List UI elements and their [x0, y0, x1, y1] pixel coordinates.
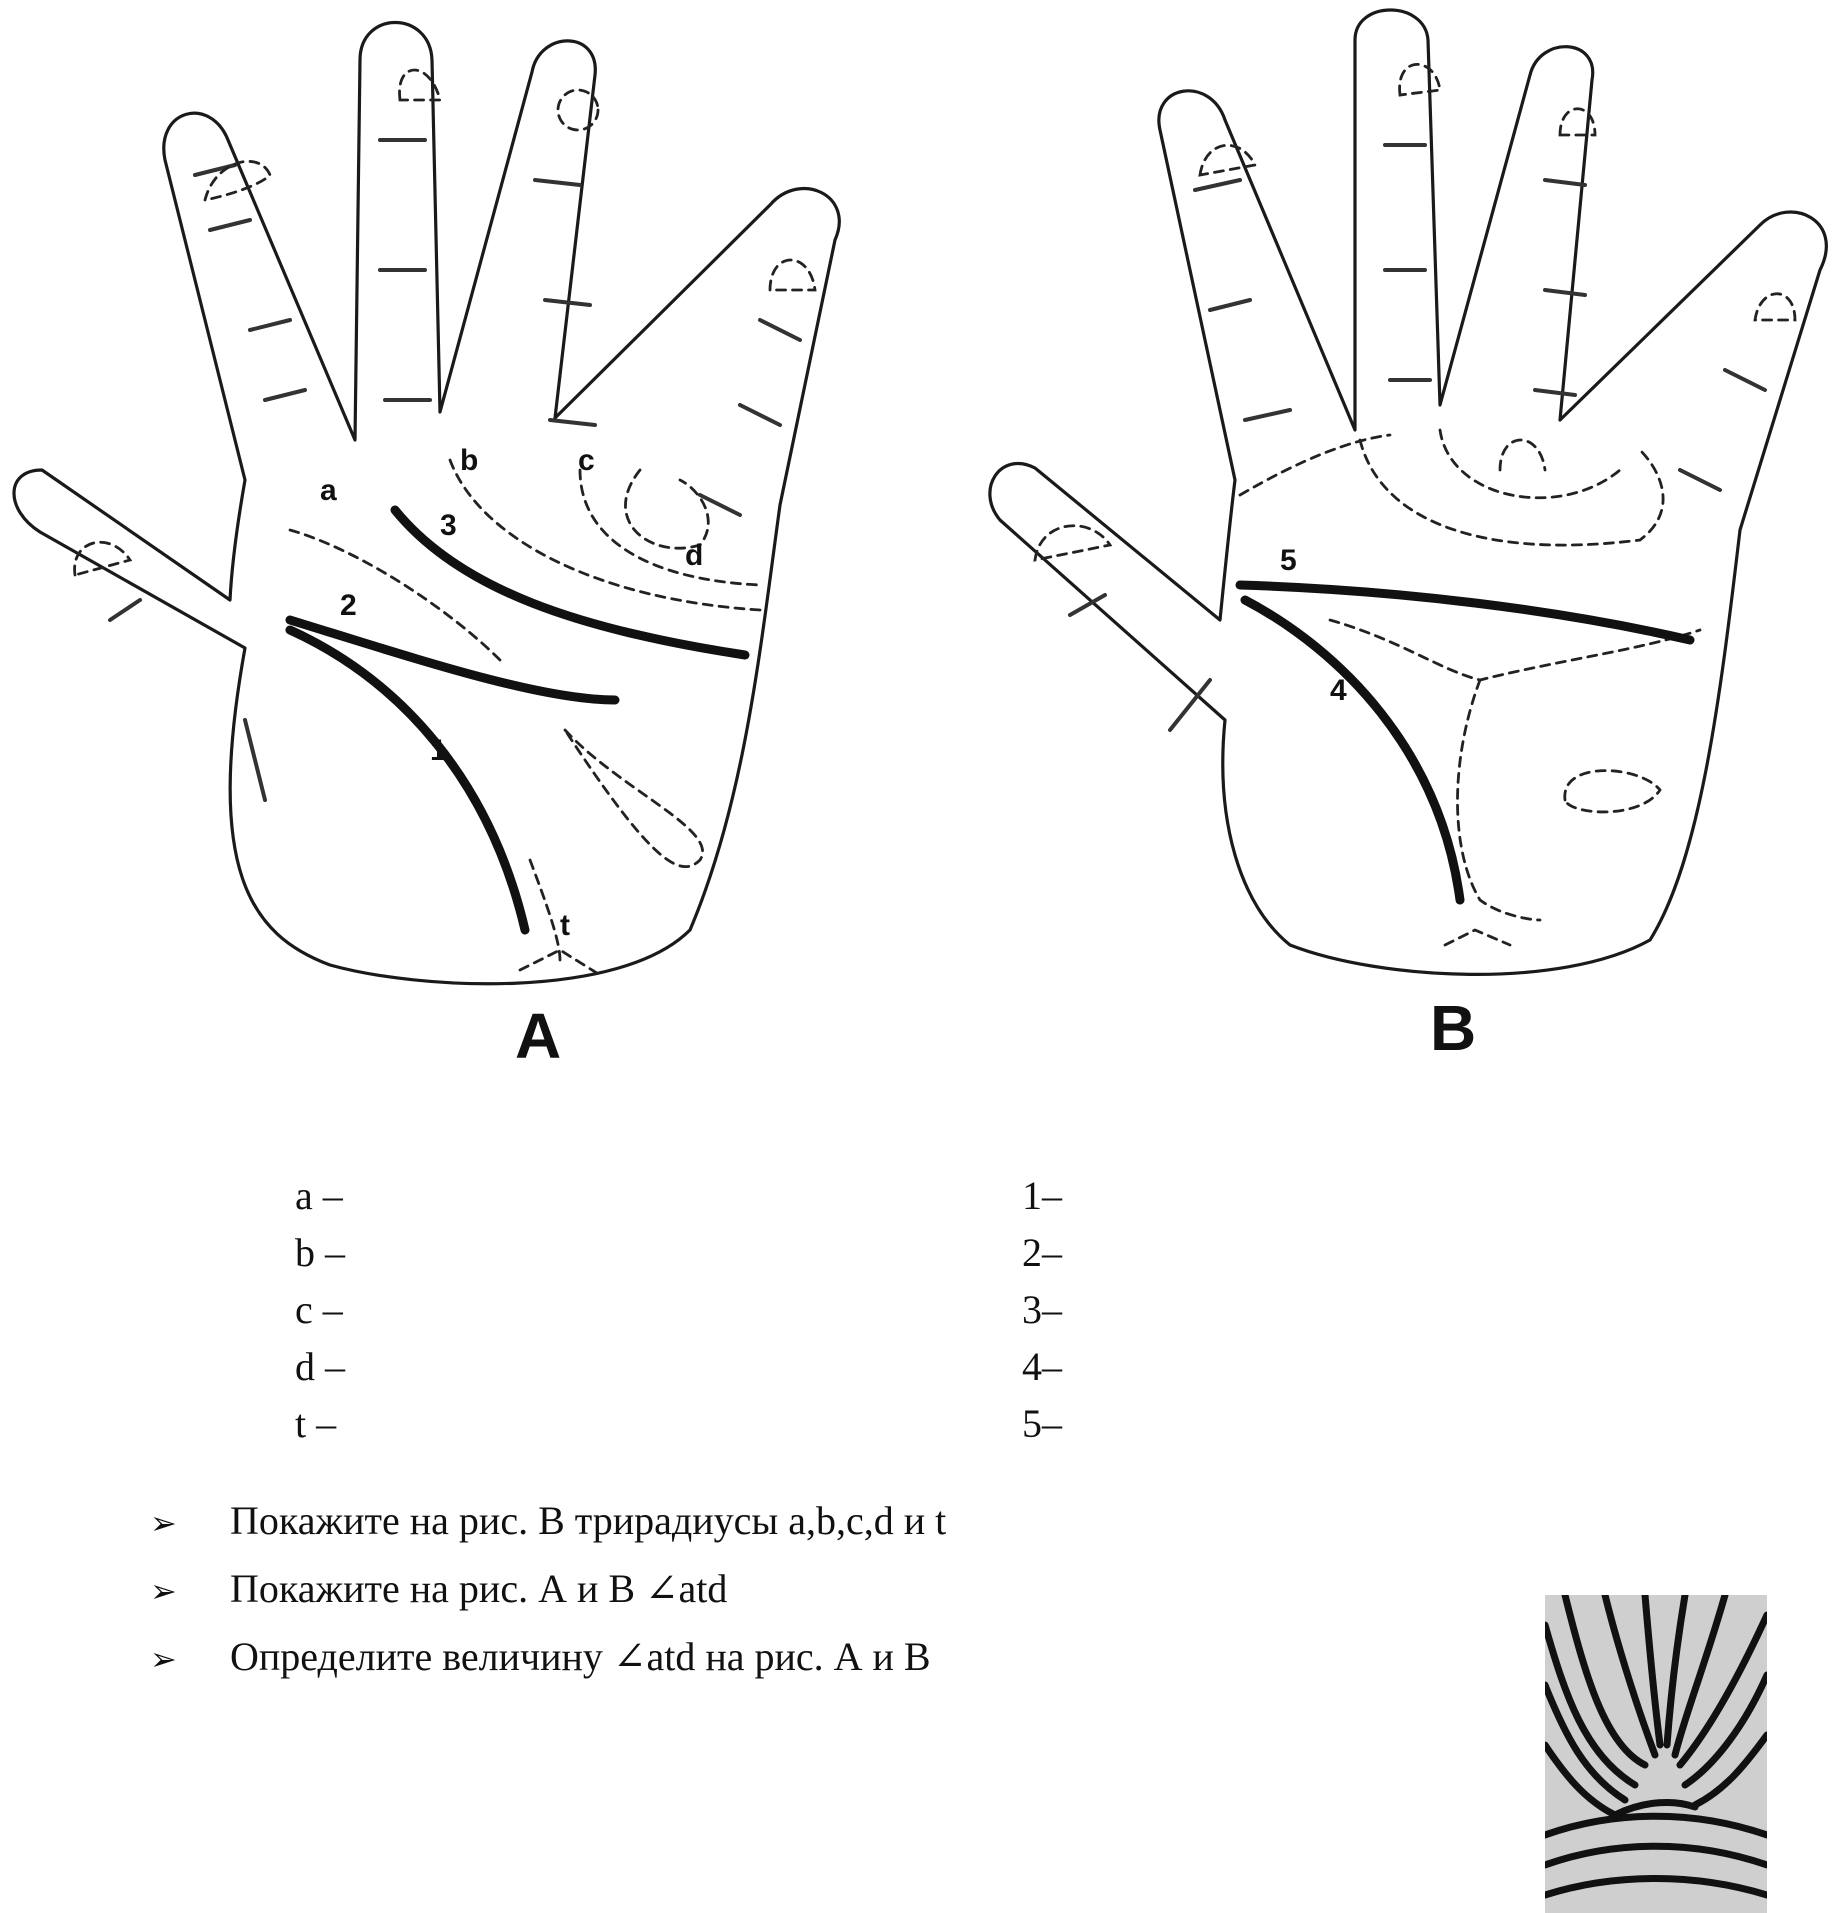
task-text: Покажите на рис. А и В ∠atd: [230, 1566, 728, 1611]
flexion-line-2: [285, 615, 620, 705]
ridge-line: [528, 858, 562, 962]
figure-caption-b: B: [1430, 992, 1476, 1064]
ridge-line: [1443, 928, 1512, 947]
flexion-line-5: [1235, 580, 1695, 645]
ridge-line: [448, 458, 762, 612]
legend-item: 1–: [1022, 1173, 1062, 1218]
legend-item: a –: [295, 1173, 343, 1218]
fingertip-loop: [1398, 63, 1442, 97]
legend-triradii: a – b – c – d – t –: [295, 1167, 345, 1452]
crease: [548, 418, 597, 427]
legend-item: t –: [295, 1401, 337, 1446]
triradius-ridge-photo: [1545, 1595, 1767, 1913]
ridge-line: [563, 729, 704, 869]
ridge-line: [288, 528, 502, 662]
ridge-line: [518, 948, 602, 977]
ridge-line: [578, 468, 762, 587]
flexion-line-label: 2: [340, 589, 357, 622]
task-text: Покажите на рис. В трирадиусы a,b,c,d и …: [230, 1498, 947, 1543]
legend-item: d –: [295, 1344, 345, 1389]
ridge-line: [1456, 678, 1542, 922]
flexion-line-1: [285, 625, 530, 935]
ridge-line: [1358, 438, 1665, 547]
triradius-label: t: [560, 909, 570, 942]
crease: [108, 598, 142, 622]
crease: [1243, 408, 1292, 422]
fingertip-loop: [768, 258, 817, 292]
task-text: Определите величину ∠atd на рис. А и В: [230, 1634, 931, 1679]
legend-item: 2–: [1022, 1230, 1062, 1275]
crease: [543, 298, 592, 307]
triradius-label: c: [578, 444, 595, 477]
figure-caption-a: A: [515, 1000, 561, 1072]
ridge-line: [624, 468, 710, 550]
fingertip-whorl: [556, 88, 600, 132]
crease: [533, 178, 582, 187]
legend-item: 4–: [1022, 1344, 1062, 1389]
hand-a-outline: [12, 20, 841, 986]
crease: [1193, 178, 1242, 192]
crease: [698, 493, 742, 517]
flexion-line-4: [1240, 595, 1465, 905]
palm-diagram: a b c d t 1 2 3 A: [12, 8, 1828, 1072]
flexion-line-3: [390, 505, 750, 660]
ridge-line: [1328, 618, 1702, 682]
crease: [1168, 678, 1212, 732]
crease: [1533, 388, 1577, 397]
crease: [1208, 298, 1252, 312]
crease: [738, 403, 782, 427]
ridge-line: [1238, 433, 1392, 497]
flexion-line-label: 4: [1330, 674, 1347, 707]
arrow-bullet-icon: ➢: [150, 1504, 177, 1542]
arrow-bullet-icon: ➢: [150, 1640, 177, 1678]
fingertip-loop: [1033, 524, 1113, 562]
fingertip-loop: [1558, 107, 1597, 137]
ridge-line: [1563, 769, 1662, 814]
hand-b: 4 5 B: [988, 8, 1828, 1064]
legend-item: b –: [295, 1230, 345, 1275]
crease: [243, 718, 267, 802]
fingertip-loop: [398, 68, 442, 102]
flexion-line-label: 5: [1280, 544, 1297, 577]
task-item: ➢ Покажите на рис. А и В ∠atd: [150, 1556, 946, 1624]
triradius-label: d: [685, 539, 703, 572]
ridge-line: [1498, 438, 1547, 472]
crease: [1723, 368, 1767, 392]
legend-item: 3–: [1022, 1287, 1062, 1332]
fingertip-loop: [73, 541, 133, 577]
fingertip-loop: [203, 159, 272, 202]
legend-lines: 1– 2– 3– 4– 5–: [1022, 1167, 1062, 1452]
crease: [1543, 178, 1587, 187]
flexion-line-label: 1: [430, 734, 447, 767]
crease: [1068, 593, 1107, 617]
task-item: ➢ Определите величину ∠atd на рис. А и В: [150, 1624, 946, 1692]
task-list: ➢ Покажите на рис. В трирадиусы a,b,c,d …: [150, 1488, 946, 1692]
flexion-line-label: 3: [440, 509, 457, 542]
triradius-label: a: [320, 474, 337, 507]
hand-a: a b c d t 1 2 3 A: [12, 20, 841, 1072]
crease: [248, 318, 292, 332]
legend-item: c –: [295, 1287, 343, 1332]
crease: [758, 318, 802, 342]
fingertip-loop: [1753, 292, 1797, 322]
crease: [208, 218, 252, 232]
task-item: ➢ Покажите на рис. В трирадиусы a,b,c,d …: [150, 1488, 946, 1556]
ridge-line: [1438, 428, 1622, 500]
hand-b-outline: [988, 8, 1828, 976]
arrow-bullet-icon: ➢: [150, 1572, 177, 1610]
crease: [263, 388, 307, 402]
triradius-label: b: [460, 444, 478, 477]
legend-item: 5–: [1022, 1401, 1062, 1446]
crease: [1543, 288, 1587, 297]
crease: [1678, 468, 1722, 492]
